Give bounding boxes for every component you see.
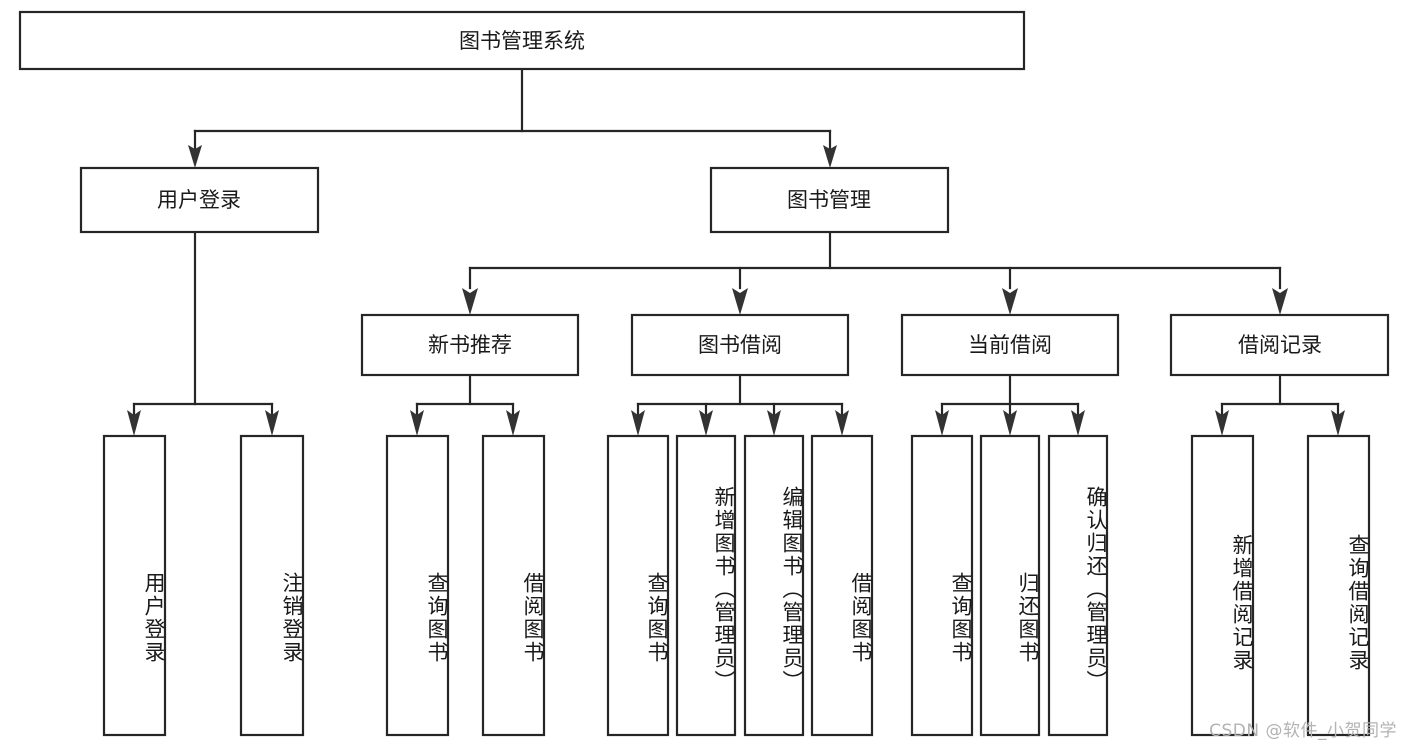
leaf-box-current-borrow-1[interactable] bbox=[910, 434, 974, 737]
arrowhead-userlogin-leaf2 bbox=[265, 410, 279, 436]
node-user-login-box[interactable] bbox=[79, 166, 320, 234]
leaf-box-book-borrow-2[interactable] bbox=[675, 434, 737, 737]
leaf-box-user-login-2[interactable] bbox=[239, 434, 305, 737]
arrowhead-bookborrow-leaf1 bbox=[631, 410, 645, 436]
leaf-box-book-borrow-1[interactable] bbox=[606, 434, 670, 737]
connector-group-borrowrecord-to-leaves bbox=[1215, 373, 1345, 436]
connector-group-currentborrow-to-leaves bbox=[935, 373, 1085, 436]
arrowhead-bookborrow-leaf4 bbox=[835, 410, 849, 436]
leaf-box-new-book-1[interactable] bbox=[385, 434, 450, 737]
leaf-box-user-login-1[interactable] bbox=[102, 434, 167, 737]
connector-group-newbook-to-leaves bbox=[410, 373, 520, 436]
arrowhead-borrowrecord-leaf2 bbox=[1331, 410, 1345, 436]
leaf-box-borrow-record-2[interactable] bbox=[1306, 434, 1371, 737]
node-borrow-record-label: 借阅记录 bbox=[1238, 333, 1322, 357]
leaf-box-current-borrow-3[interactable] bbox=[1047, 434, 1109, 737]
arrowhead-borrowrecord-leaf1 bbox=[1215, 410, 1229, 436]
arrowhead-borrow-record bbox=[1272, 288, 1288, 315]
node-new-book-label: 新书推荐 bbox=[428, 333, 512, 357]
node-current-borrow-label: 当前借阅 bbox=[968, 333, 1052, 357]
node-new-book-box[interactable] bbox=[360, 313, 580, 377]
arrowhead-book-borrow bbox=[732, 288, 748, 315]
node-borrow-record-box[interactable] bbox=[1169, 313, 1390, 377]
arrowhead-currentborrow-leaf3 bbox=[1071, 410, 1085, 436]
connector-group-userlogin-to-leaves bbox=[127, 230, 279, 436]
arrowhead-userlogin-leaf1 bbox=[127, 410, 141, 436]
arrowhead-bookborrow-leaf2 bbox=[699, 410, 713, 436]
node-book-management-label: 图书管理 bbox=[787, 188, 871, 212]
arrowhead-newbook-leaf2 bbox=[506, 410, 520, 436]
connector-group-bookmgmt-to-level3 bbox=[462, 230, 1288, 315]
leaf-box-borrow-record-1[interactable] bbox=[1190, 434, 1255, 737]
arrowhead-user-login bbox=[188, 145, 202, 168]
node-book-borrow-box[interactable] bbox=[630, 313, 850, 377]
node-user-login-label: 用户登录 bbox=[157, 188, 241, 212]
arrowhead-currentborrow-leaf2 bbox=[1003, 410, 1017, 436]
arrowhead-current-borrow bbox=[1002, 288, 1018, 315]
arrowhead-currentborrow-leaf1 bbox=[935, 410, 949, 436]
node-root-box[interactable] bbox=[18, 10, 1026, 71]
arrowhead-new-book bbox=[462, 288, 478, 315]
leaf-box-current-borrow-2[interactable] bbox=[979, 434, 1041, 737]
arrowhead-book-mgmt bbox=[823, 145, 837, 168]
arrowhead-bookborrow-leaf3 bbox=[767, 410, 781, 436]
arrowhead-newbook-leaf1 bbox=[410, 410, 424, 436]
node-book-borrow-label: 图书借阅 bbox=[698, 333, 782, 357]
connector-group-root-to-level2 bbox=[188, 67, 837, 168]
leaf-box-book-borrow-3[interactable] bbox=[743, 434, 805, 737]
node-root-label: 图书管理系统 bbox=[459, 29, 585, 53]
leaf-box-book-borrow-4[interactable] bbox=[810, 434, 874, 737]
connector-group-bookborrow-to-leaves bbox=[631, 373, 849, 436]
csdn-watermark: CSDN @软件_小贺同学 bbox=[1209, 721, 1397, 741]
node-book-management-box[interactable] bbox=[709, 166, 950, 234]
node-current-borrow-box[interactable] bbox=[900, 313, 1120, 377]
leaf-box-new-book-2[interactable] bbox=[481, 434, 546, 737]
